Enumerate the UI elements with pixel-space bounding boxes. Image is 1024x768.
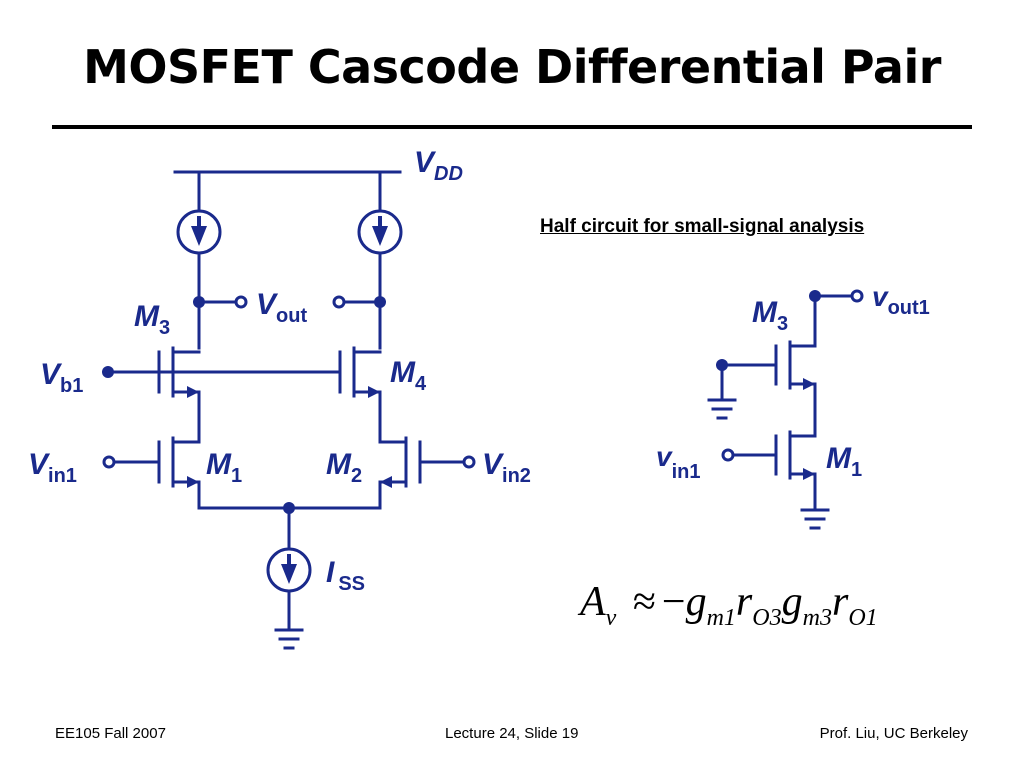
vin1-terminal bbox=[102, 455, 116, 469]
m2-label: M2 bbox=[326, 448, 362, 487]
node-dot bbox=[716, 359, 728, 371]
formula-term-ro1: r bbox=[831, 579, 849, 625]
half-circuit-title: Half circuit for small-signal analysis bbox=[540, 216, 865, 237]
arrow-down-icon bbox=[372, 226, 388, 246]
arrow-stem bbox=[197, 216, 201, 228]
half-m3-label: M3 bbox=[752, 296, 788, 335]
approx-symbol: ≈ bbox=[632, 579, 656, 625]
gain-formula: Av ≈−gm1rO3gm3rO1 bbox=[580, 578, 878, 632]
formula-sub-m3: m3 bbox=[802, 605, 832, 631]
m4-label: M4 bbox=[390, 356, 427, 395]
vb1-label: Vb1 bbox=[40, 358, 83, 397]
formula-term-gm1: g bbox=[685, 579, 707, 625]
vout1-label: vout1 bbox=[872, 281, 930, 319]
formula-term-ro3: r bbox=[735, 579, 753, 625]
formula-term-gm3: g bbox=[781, 579, 803, 625]
m3-source-arrow bbox=[187, 386, 199, 398]
vin2-terminal bbox=[462, 455, 476, 469]
footer-course: EE105 Fall 2007 bbox=[55, 725, 166, 742]
m3-label: M3 bbox=[134, 300, 170, 339]
half-m1-source-arrow bbox=[803, 468, 815, 480]
vin1-label: Vin1 bbox=[28, 448, 77, 487]
vout1-terminal bbox=[850, 289, 864, 303]
vb1-terminal-dot bbox=[102, 366, 114, 378]
vdd-label: VDD bbox=[414, 146, 463, 185]
m1-label: M1 bbox=[206, 448, 242, 487]
arrow-down-icon bbox=[191, 226, 207, 246]
formula-sub-o3: O3 bbox=[752, 605, 782, 631]
formula-lhs-sub: v bbox=[605, 605, 617, 631]
node-dot bbox=[374, 296, 386, 308]
half-vin1-terminal bbox=[721, 448, 735, 462]
node-dot bbox=[809, 290, 821, 302]
vout-terminal-left bbox=[234, 295, 248, 309]
formula-lhs: A bbox=[580, 579, 606, 625]
arrow-down-icon bbox=[281, 564, 297, 584]
arrow-stem bbox=[378, 216, 382, 228]
formula-sub-m1: m1 bbox=[706, 605, 736, 631]
formula-sub-o1: O1 bbox=[848, 605, 878, 631]
footer-author: Prof. Liu, UC Berkeley bbox=[819, 725, 968, 742]
vout-label: Vout bbox=[256, 288, 307, 327]
half-m1-label: M1 bbox=[826, 442, 862, 481]
minus-sign: − bbox=[661, 579, 686, 625]
title-underline bbox=[52, 125, 972, 129]
node-dot bbox=[193, 296, 205, 308]
vin2-label: Vin2 bbox=[482, 448, 531, 487]
half-vin1-label: vin1 bbox=[656, 441, 700, 483]
m1-source-arrow bbox=[187, 476, 199, 488]
tail-node-dot bbox=[283, 502, 295, 514]
vout-terminal-right bbox=[332, 295, 346, 309]
m4-source-arrow bbox=[368, 386, 380, 398]
arrow-stem bbox=[287, 554, 291, 566]
m2-source-arrow bbox=[380, 476, 392, 488]
footer-slide-number: Lecture 24, Slide 19 bbox=[445, 725, 579, 742]
slide-title: MOSFET Cascode Differential Pair bbox=[83, 40, 941, 94]
half-m3-source-arrow bbox=[803, 378, 815, 390]
